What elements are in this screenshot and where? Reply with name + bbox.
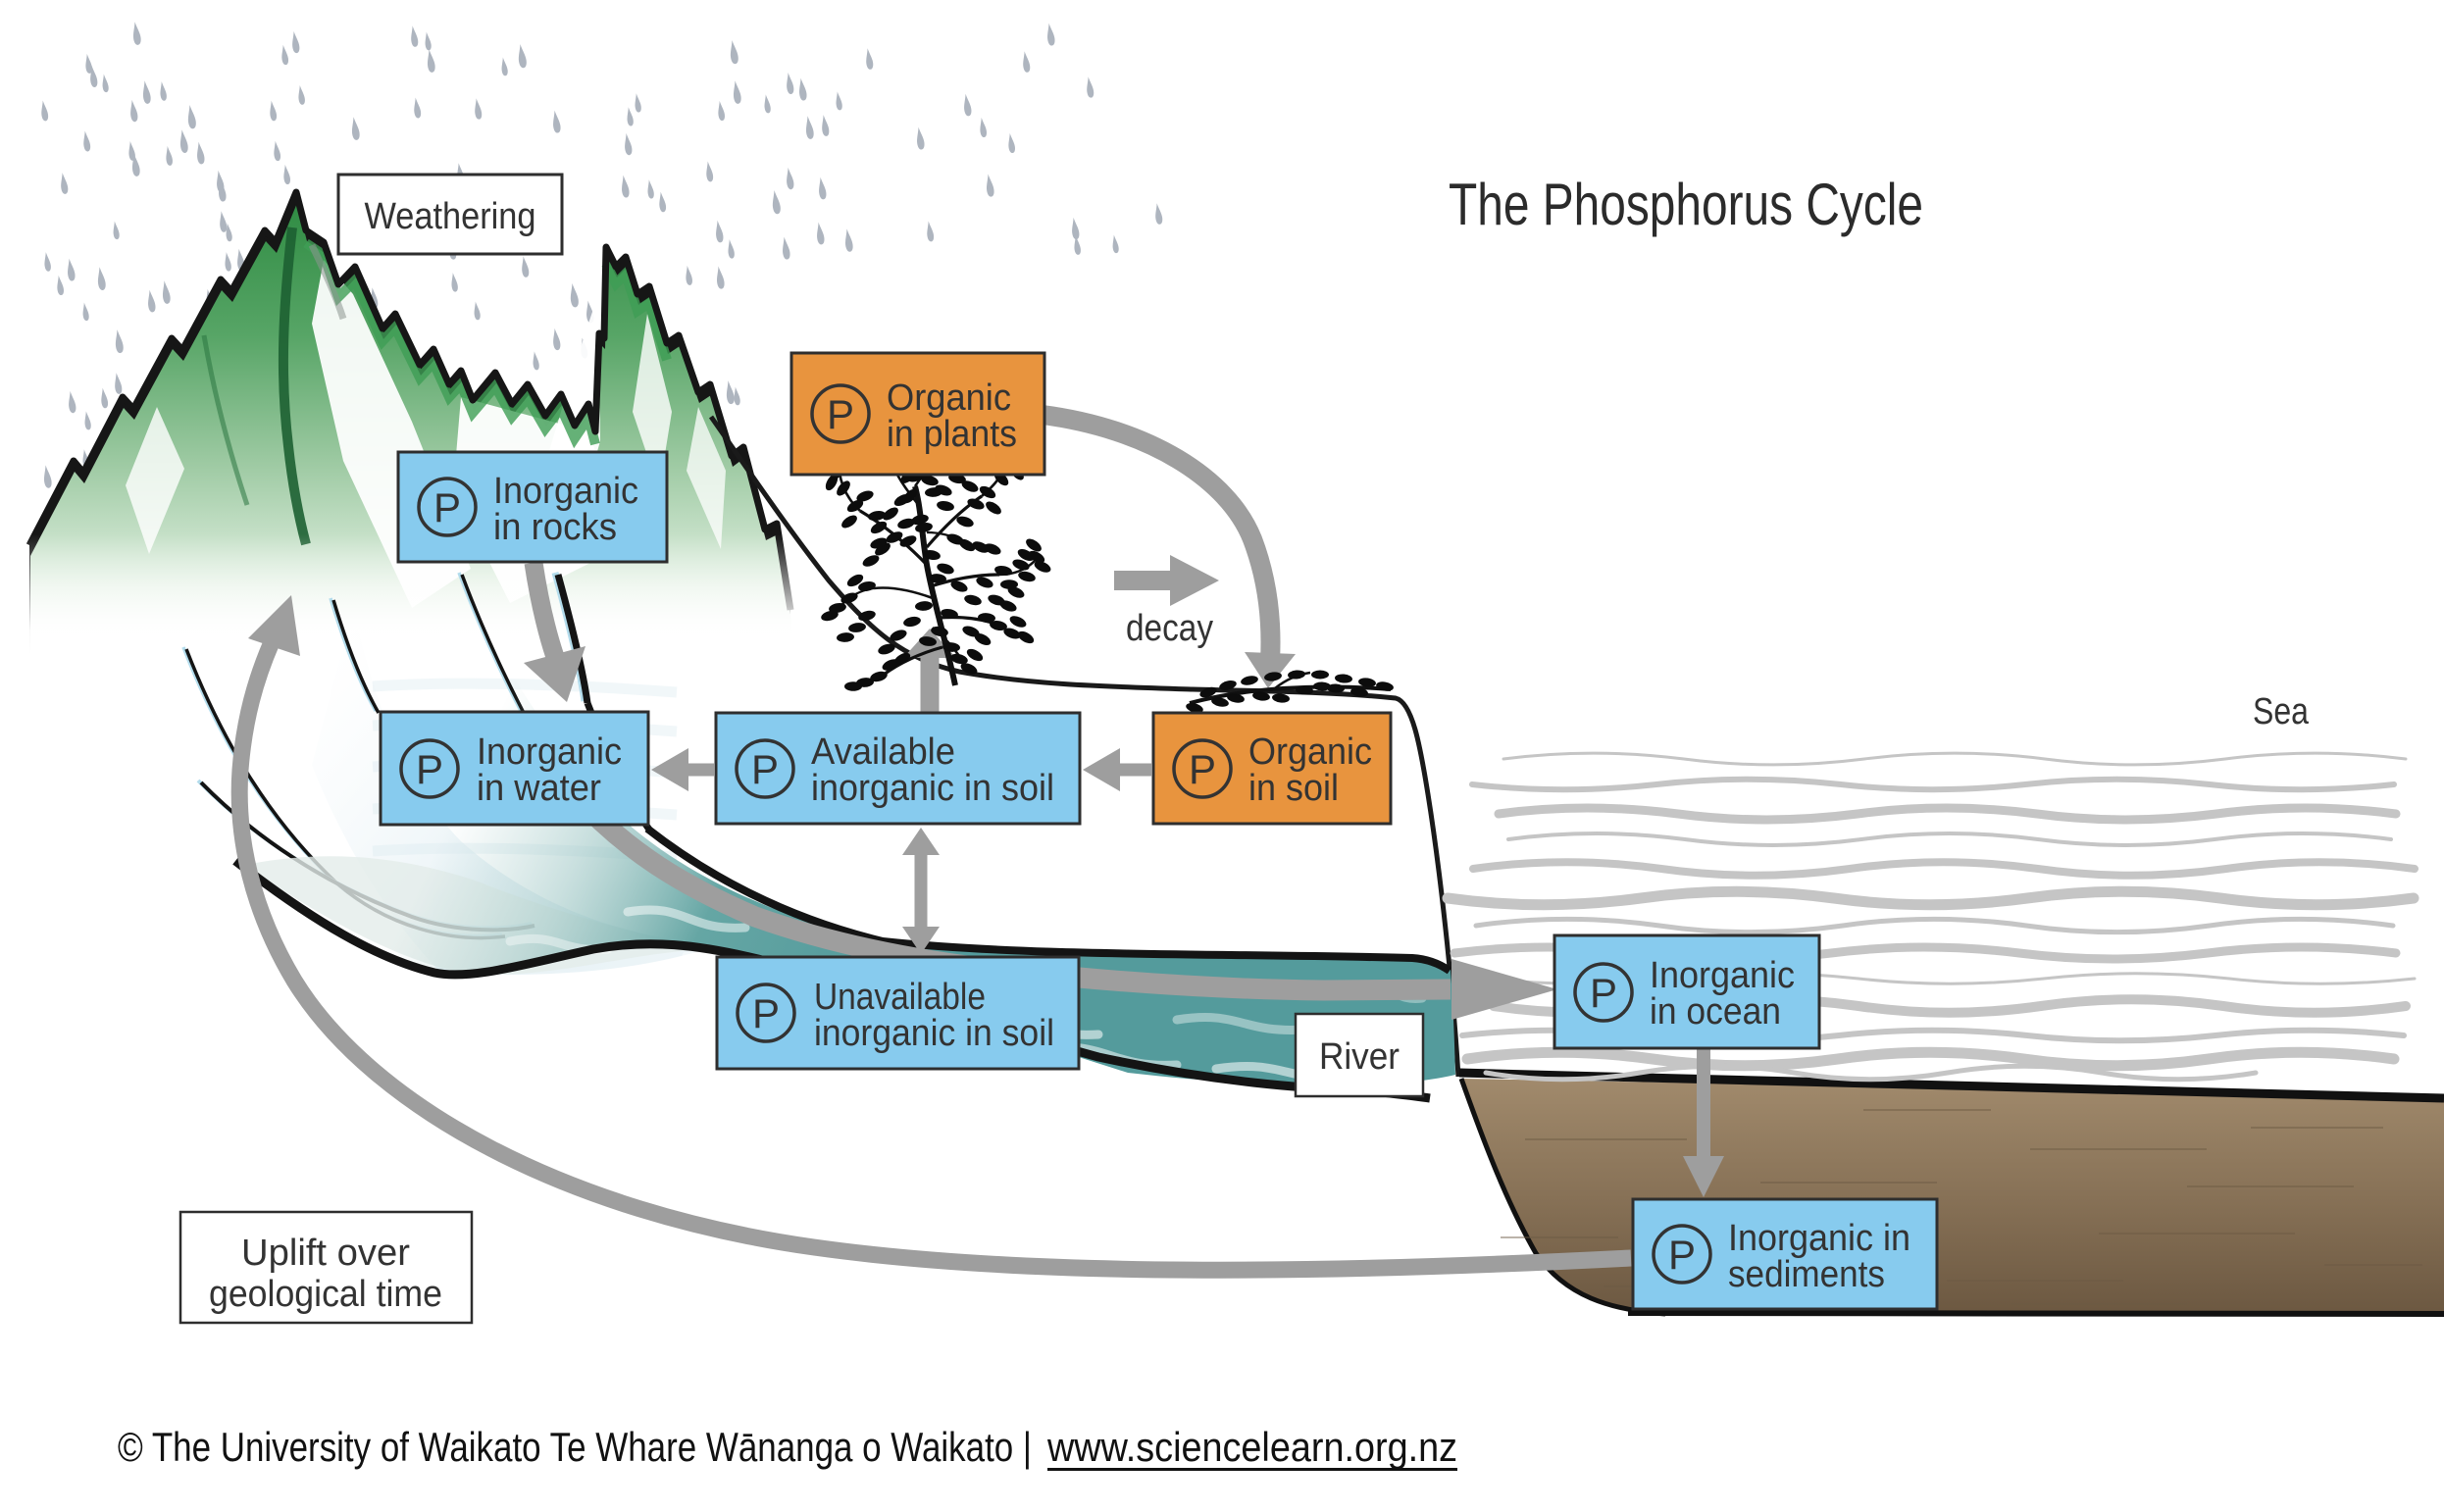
svg-text:P: P: [1189, 746, 1216, 792]
svg-text:geological time: geological time: [209, 1274, 442, 1315]
svg-text:Uplift over: Uplift over: [241, 1233, 410, 1274]
svg-text:Weathering: Weathering: [365, 196, 536, 237]
svg-text:Available: Available: [811, 731, 955, 773]
svg-text:© The University of Waikato Te: © The University of Waikato Te Whare Wān…: [118, 1424, 1032, 1470]
svg-text:decay: decay: [1126, 608, 1213, 649]
svg-text:P: P: [827, 391, 854, 437]
svg-text:in ocean: in ocean: [1650, 991, 1781, 1033]
svg-text:P: P: [1668, 1232, 1696, 1278]
svg-text:in plants: in plants: [887, 414, 1017, 455]
svg-text:P: P: [1590, 970, 1617, 1016]
svg-text:Unavailable: Unavailable: [814, 977, 986, 1018]
svg-text:in rocks: in rocks: [493, 507, 617, 548]
svg-text:P: P: [752, 990, 780, 1036]
svg-text:River: River: [1319, 1036, 1400, 1078]
svg-text:inorganic in soil: inorganic in soil: [811, 768, 1054, 809]
svg-text:in soil: in soil: [1248, 768, 1339, 809]
svg-text:www.sciencelearn.org.nz: www.sciencelearn.org.nz: [1046, 1424, 1457, 1470]
svg-text:Organic: Organic: [1248, 731, 1372, 773]
svg-text:Inorganic: Inorganic: [1650, 955, 1795, 996]
svg-text:The Phosphorus Cycle: The Phosphorus Cycle: [1449, 172, 1923, 237]
svg-text:inorganic in soil: inorganic in soil: [814, 1013, 1054, 1054]
svg-text:in water: in water: [477, 768, 601, 809]
svg-text:sediments: sediments: [1728, 1254, 1885, 1295]
svg-text:Inorganic: Inorganic: [493, 471, 638, 512]
svg-text:Sea: Sea: [2253, 691, 2310, 732]
svg-text:P: P: [433, 484, 461, 530]
svg-text:Inorganic in: Inorganic in: [1728, 1218, 1910, 1259]
svg-text:P: P: [751, 746, 779, 792]
svg-text:Organic: Organic: [887, 378, 1011, 419]
svg-text:P: P: [416, 746, 443, 792]
svg-text:Inorganic: Inorganic: [477, 731, 622, 773]
